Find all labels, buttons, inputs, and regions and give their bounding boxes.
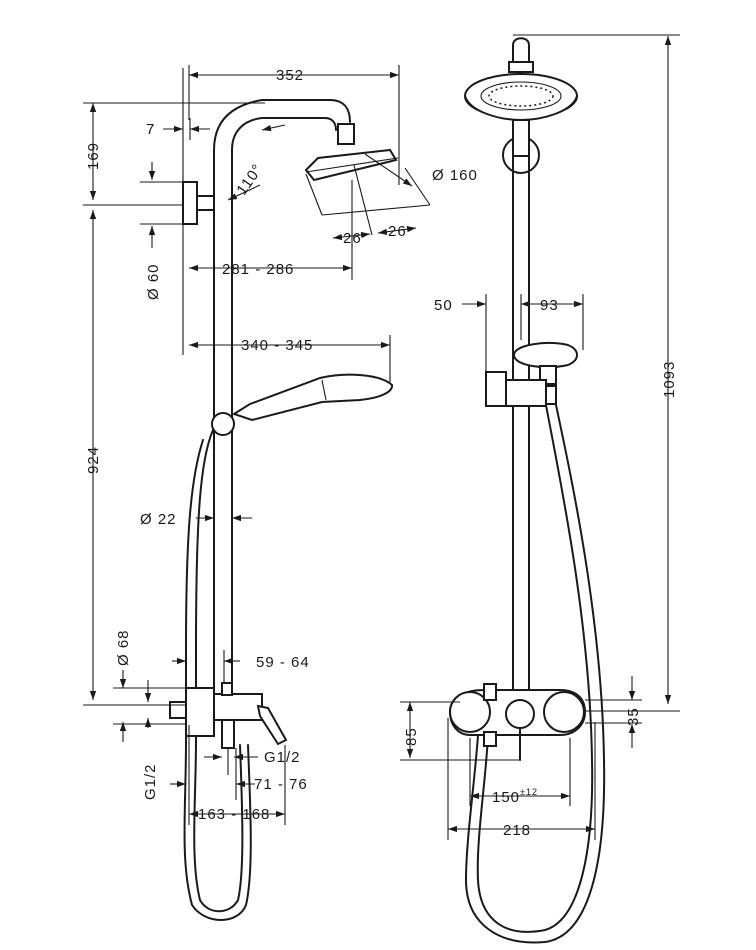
front-overhead-shower-head: [464, 73, 578, 122]
dim-diameter-68: Ø 68: [115, 629, 132, 666]
dim-71-76: 71 - 76: [254, 776, 308, 793]
front-view: [448, 37, 606, 944]
dim-924: 924: [85, 446, 102, 474]
front-hose: [476, 404, 594, 933]
dim-26-right: 26: [388, 223, 407, 240]
dim-diameter-60: Ø 60: [145, 263, 162, 300]
dim-352: 352: [276, 67, 304, 84]
dim-218: 218: [503, 822, 531, 839]
side-dimension-lines: [83, 65, 431, 825]
dim-340-345: 340 - 345: [241, 337, 313, 354]
side-wall-bracket: [182, 68, 215, 355]
side-hose: [193, 429, 244, 913]
side-overhead-shower-head: [304, 123, 399, 182]
front-mixer: [448, 683, 587, 761]
dim-150-tolerance: ±12: [520, 787, 538, 797]
dim-93: 93: [540, 297, 559, 314]
dim-150: 150±12: [492, 787, 538, 806]
dim-163-168: 163 - 168: [198, 806, 270, 823]
dim-110-angle: 110°: [233, 161, 266, 199]
dim-g12-left: G1/2: [142, 763, 159, 800]
side-hand-shower: [211, 373, 393, 436]
dim-1093: 1093: [661, 361, 678, 398]
dim-169: 169: [85, 142, 102, 170]
side-mixer: [169, 682, 288, 775]
dim-50: 50: [434, 297, 453, 314]
dim-g12-right: G1/2: [264, 749, 301, 766]
dim-59-64: 59 - 64: [256, 654, 310, 671]
dim-26-left: 26: [343, 230, 362, 247]
dim-diameter-160: Ø 160: [432, 167, 478, 184]
dim-diameter-22: Ø 22: [140, 511, 177, 528]
dim-281-286: 281 - 286: [222, 261, 294, 278]
front-dimension-lines: [400, 34, 680, 840]
dim-85: 85: [403, 727, 420, 746]
side-view: [169, 68, 399, 921]
dim-35: 35: [625, 707, 642, 726]
dim-7: 7: [146, 121, 155, 138]
dim-150-value: 150: [492, 789, 520, 806]
front-hand-shower-holder: [485, 342, 578, 407]
